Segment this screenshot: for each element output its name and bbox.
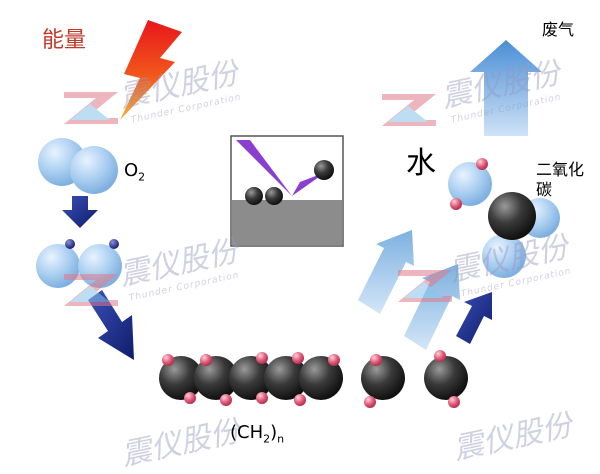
polymer-open: (CH (230, 422, 264, 443)
laser-inset-box (230, 135, 344, 247)
polymer-label: (CH2)n (230, 422, 284, 446)
down-arrow-icon (62, 196, 98, 228)
watermark-logo-icon (64, 92, 118, 124)
oxygen-label: O2 (124, 160, 145, 184)
water-molecule (448, 158, 492, 210)
polymer-subscript: 2 (263, 432, 271, 446)
oxygen-molecule (38, 138, 118, 194)
watermark-logo-icon (398, 270, 452, 302)
oxygen-symbol: O (124, 160, 139, 181)
co2-molecule (482, 192, 560, 278)
polymer-n: n (277, 432, 285, 446)
watermark-logo-icon (382, 94, 436, 126)
co2-label: 二氧化碳 (536, 160, 585, 199)
down-right-arrow-icon (88, 290, 134, 360)
energy-bolt-icon (120, 20, 182, 120)
ch2-fragment (361, 354, 405, 408)
water-label: 水 (406, 146, 436, 181)
rising-arrow-icon (358, 230, 414, 314)
exhaust-arrow-icon (470, 40, 542, 136)
exhaust-label: 废气 (542, 20, 575, 39)
up-right-arrow-icon (456, 292, 492, 344)
polymer-close: ) (270, 422, 278, 443)
watermark-logo-icon (64, 274, 118, 306)
rising-arrow-icon (404, 264, 460, 350)
oxygen-subscript: 2 (138, 170, 146, 184)
diagram-canvas (36, 20, 560, 408)
polymer-chain (159, 352, 343, 406)
ch2-fragment (424, 350, 468, 408)
energy-label: 能量 (42, 28, 87, 53)
